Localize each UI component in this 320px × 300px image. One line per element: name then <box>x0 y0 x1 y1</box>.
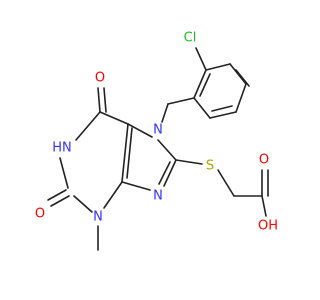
bond <box>47 189 67 201</box>
bond <box>175 159 203 165</box>
bond <box>73 195 93 213</box>
bond <box>211 105 233 112</box>
molecule-structure: Cl N HN N N S O O O OH <box>35 31 278 251</box>
bond <box>103 181 123 209</box>
bond <box>235 83 247 113</box>
bond <box>195 47 207 71</box>
bond <box>158 161 171 185</box>
bond <box>127 123 153 138</box>
bond <box>163 159 177 187</box>
bond <box>99 111 129 125</box>
atom-o-carbonyl: O <box>259 153 269 168</box>
atom-n3: N <box>93 210 103 225</box>
atom-cl: Cl <box>184 31 197 46</box>
bond <box>121 123 129 183</box>
atom-n7: N <box>153 123 163 138</box>
bond <box>157 139 177 161</box>
atom-o6: O <box>95 71 105 86</box>
bond <box>75 111 101 141</box>
bond <box>121 181 151 191</box>
bond <box>59 157 69 189</box>
bond <box>126 127 133 179</box>
bond <box>199 73 211 97</box>
bond <box>205 63 231 71</box>
bond <box>97 87 101 113</box>
bond <box>217 169 235 197</box>
bond <box>161 103 169 123</box>
atom-s: S <box>206 159 214 174</box>
bond <box>229 63 247 85</box>
bond <box>167 97 195 105</box>
bond <box>261 195 267 217</box>
bonds <box>47 47 269 251</box>
atom-labels: Cl N HN N N S O O O OH <box>35 31 278 234</box>
atom-n9: N <box>153 189 163 204</box>
atom-oh: OH <box>258 219 278 234</box>
bond <box>103 87 107 113</box>
atom-n1: HN <box>52 141 72 156</box>
bond <box>209 111 237 119</box>
bond <box>193 69 207 99</box>
bond <box>193 97 211 119</box>
atom-o2: O <box>35 207 45 222</box>
bond <box>50 195 70 207</box>
bond <box>235 69 250 87</box>
